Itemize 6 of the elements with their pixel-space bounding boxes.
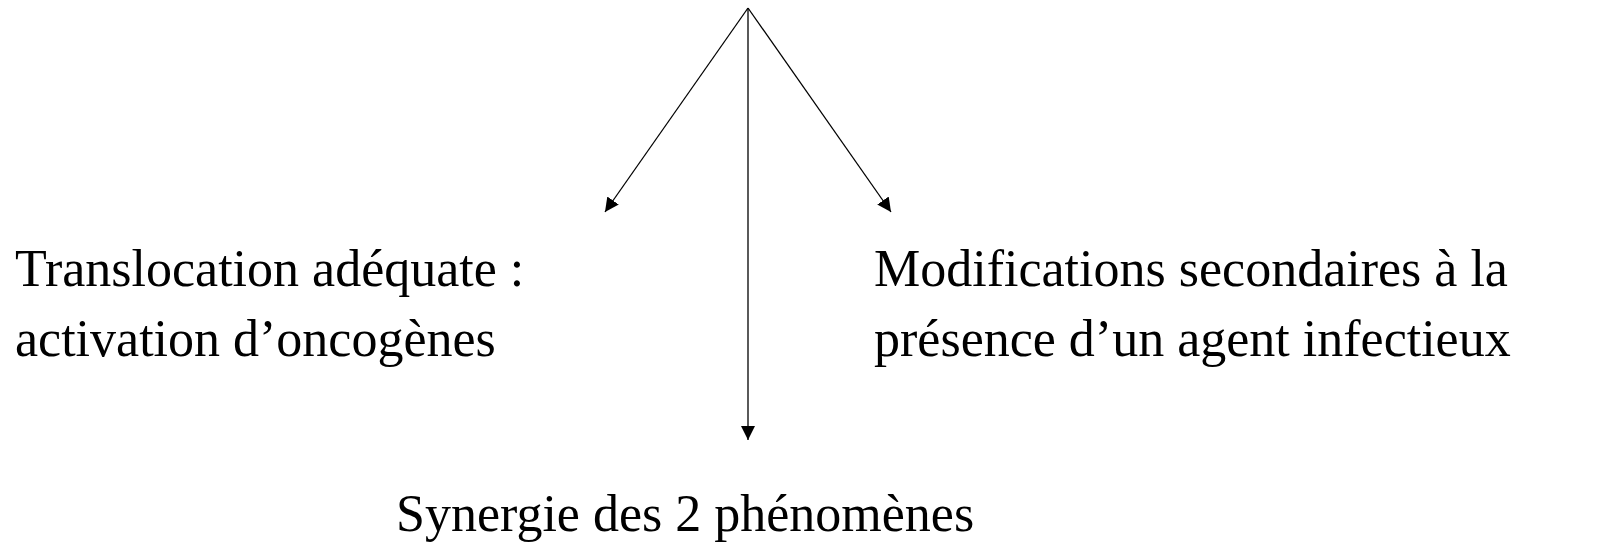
arrow	[741, 7, 755, 441]
arrow	[747, 7, 892, 213]
node-text: Modifications secondaires à la présence d’un agent infectieux	[874, 239, 1512, 369]
node-text: Translocation adéquate : activation d’oncogènes	[15, 239, 526, 369]
arrow	[604, 7, 749, 213]
node-text: Synergie des 2 phénomènes	[396, 484, 976, 544]
